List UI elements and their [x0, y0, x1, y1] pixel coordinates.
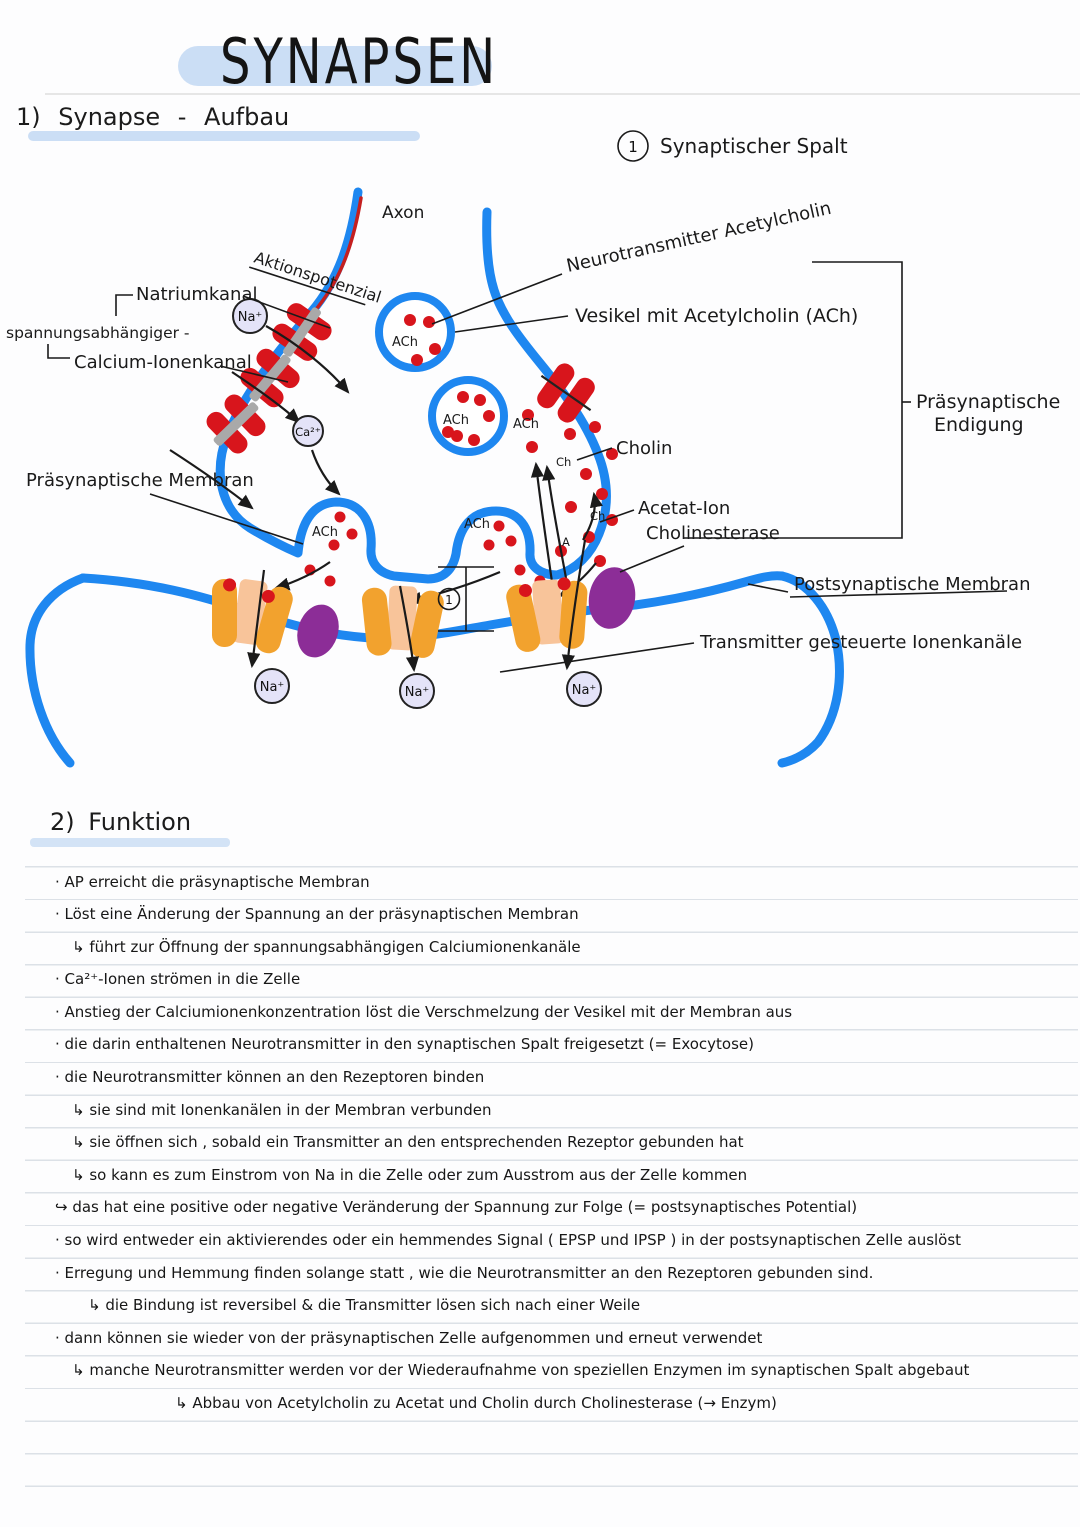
cholin-label: Cholin: [616, 438, 672, 459]
vesicle-with-ach: ACh: [375, 292, 455, 372]
ca-influx-arrow: [231, 371, 301, 424]
na-through-receptor-arrow: [561, 539, 587, 671]
transmitter-kanaele-label: Transmitter gesteuerte Ionenkanäle: [499, 632, 1022, 673]
svg-text:Na⁺: Na⁺: [405, 685, 430, 700]
note-line: · Ca²⁺-Ionen strömen in die Zelle: [55, 970, 301, 988]
ach-to-receptor-arrow: [273, 561, 331, 591]
pointer-line: [149, 493, 304, 545]
cleft-number: 1: [445, 593, 453, 607]
vesicle-with-ach: ACh: [428, 376, 508, 456]
section1-underline-highlight: [28, 131, 420, 141]
pointer-line: [576, 447, 613, 461]
recycle-arrow: [582, 491, 603, 541]
note-line: · Anstieg der Calciumionenkonzentration …: [55, 1003, 793, 1021]
cholinesterase-enzyme: [588, 567, 636, 629]
svg-text:Endigung: Endigung: [934, 414, 1024, 436]
na-ion: Na⁺: [254, 668, 290, 704]
svg-text:Präsynaptische: Präsynaptische: [916, 391, 1060, 413]
note-line: ↳ so kann es zum Einstrom von Na in die …: [72, 1166, 748, 1184]
calcium-ionenkanal-label: Calcium-Ionenkanal: [74, 352, 252, 373]
note-line: · die Neurotransmitter können an den Rez…: [55, 1068, 485, 1086]
synaptischer-spalt-heading: 1 Synaptischer Spalt: [617, 130, 848, 162]
bracket: [115, 294, 133, 316]
note-line: · Erregung und Hemmung finden solange st…: [55, 1264, 874, 1282]
na-influx-arrow: [265, 325, 350, 394]
svg-text:1: 1: [628, 138, 638, 156]
recycle-arrow: [530, 461, 554, 583]
fusing-vesicle-left: ACh: [304, 511, 358, 587]
note-line: ↳ manche Neurotransmitter werden vor der…: [72, 1361, 970, 1379]
na-through-receptor-arrow: [398, 585, 420, 673]
title-rule: [45, 93, 1080, 95]
svg-text:Transmitter gesteuerte Ionenka: Transmitter gesteuerte Ionenkanäle: [699, 632, 1022, 653]
cholinesterase-label: Cholinesterase: [646, 523, 780, 544]
title-highlight: [178, 46, 492, 86]
presynaptic-terminal-membrane: [215, 187, 611, 584]
bracket: [47, 344, 70, 359]
ach-label: ACh: [513, 417, 539, 432]
pointer-line: [599, 509, 635, 523]
ach-label: ACh: [464, 517, 490, 532]
pointer-line: [619, 545, 685, 573]
na-through-receptor-arrow: [247, 569, 266, 669]
cholinesterase-enzyme: [297, 604, 339, 658]
membrane-channel: [537, 363, 595, 423]
svg-text:Ca²⁺: Ca²⁺: [295, 425, 321, 439]
na-ion: Na⁺: [566, 671, 602, 707]
action-potential-trace: [311, 196, 363, 315]
spannungsabhaengiger-label: spannungsabhängiger -: [6, 324, 190, 342]
ach-label: ACh: [443, 413, 469, 428]
pointer-line: [242, 295, 331, 329]
svg-text:Na⁺: Na⁺: [572, 683, 597, 698]
calcium-channel: [206, 394, 266, 454]
note-line: · AP erreicht die präsynaptische Membran: [55, 873, 370, 891]
recycle-arrow: [542, 464, 568, 579]
postsynaptische-membran-label: Postsynaptische Membran: [747, 574, 1031, 598]
released-ach-dots: ACh Ch Ch A: [442, 409, 618, 567]
svg-text:Na⁺: Na⁺: [260, 680, 285, 695]
pointer-line: [454, 315, 569, 333]
ach-label: ACh: [392, 335, 418, 350]
pointer-line: [431, 273, 563, 325]
svg-text:Postsynaptische Membran: Postsynaptische Membran: [794, 574, 1031, 595]
svg-text:Synaptischer Spalt: Synaptischer Spalt: [660, 134, 848, 158]
synapse-diagram: ACh ACh ACh ACh: [6, 130, 1060, 768]
ruled-lines: [25, 835, 1078, 1490]
note-line: ↳ sie sind mit Ionenkanälen in der Membr…: [72, 1101, 492, 1119]
ch-label: Ch: [556, 455, 571, 469]
natriumkanal-label: Natriumkanal: [136, 284, 257, 305]
fusing-vesicle-right: ACh: [464, 517, 546, 587]
neurotransmitter-label: Neurotransmitter Acetylcholin: [565, 198, 834, 277]
axon-label: Axon: [382, 203, 424, 223]
note-line: · Löst eine Änderung der Spannung an der…: [55, 905, 579, 923]
svg-text:Neurotransmitter Acetylcholin: Neurotransmitter Acetylcholin: [565, 198, 834, 277]
note-line: · die darin enthaltenen Neurotransmitter…: [55, 1035, 754, 1053]
svg-text:Na⁺: Na⁺: [238, 310, 263, 325]
receptor-channel: [506, 577, 588, 652]
synaptic-cleft-gauge: 1: [437, 566, 494, 632]
praesynaptische-endigung-bracket: Präsynaptische Endigung: [684, 261, 1060, 539]
ca-to-vesicle-arrow: [310, 449, 341, 496]
receptor-channel: [212, 578, 293, 654]
section1-heading: 1) Synapse - Aufbau: [16, 103, 290, 131]
section2-heading: 2) Funktion: [50, 808, 192, 836]
note-line: · dann können sie wieder von der präsyna…: [55, 1329, 763, 1347]
note-line: · so wird entweder ein aktivierendes ode…: [55, 1231, 962, 1249]
na-ion: Na⁺: [399, 673, 435, 709]
acetat-ion-label: Acetat-Ion: [638, 498, 730, 519]
praesynaptische-membran-label: Präsynaptische Membran: [26, 470, 254, 491]
ach-label: ACh: [312, 525, 338, 540]
vesikel-label: Vesikel mit Acetylcholin (ACh): [575, 305, 858, 327]
ca-influx-arrow: [169, 449, 254, 510]
note-line: ↳ Abbau von Acetylcholin zu Acetat und C…: [175, 1394, 777, 1412]
ca-ion: Ca²⁺: [292, 415, 324, 447]
note-line: ↳ sie öffnen sich , sobald ein Transmitt…: [72, 1133, 744, 1151]
note-line: ↳ die Bindung ist reversibel & die Trans…: [88, 1296, 641, 1314]
pointer-line: [219, 365, 289, 383]
note-line: ↪ das hat eine positive oder negative Ve…: [55, 1198, 858, 1216]
page-title: SYNAPSEN: [220, 26, 499, 99]
note-line: ↳ führt zur Öffnung der spannungsabhängi…: [72, 938, 581, 956]
a-label: A: [562, 535, 570, 549]
